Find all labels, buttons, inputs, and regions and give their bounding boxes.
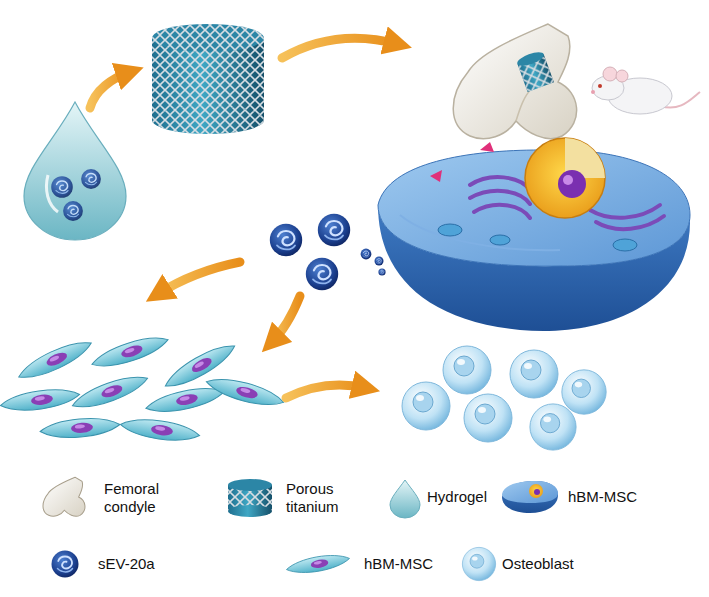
porous-titanium-part [152, 24, 264, 52]
porous-titanium-part [152, 24, 264, 52]
mouse-part [603, 67, 617, 81]
process-arrow-part [90, 72, 130, 108]
sev-cluster-part [318, 214, 350, 246]
hydrogel-drop-part [63, 201, 83, 221]
legend-entry: Osteoblast [502, 555, 574, 573]
legend-icon-part-part [534, 489, 540, 495]
sev-cluster-part [375, 257, 384, 266]
legend-icon-part [390, 480, 420, 518]
legend-icon-part [285, 551, 351, 576]
donor-cell-part [470, 177, 530, 218]
process-arrow-part [282, 38, 398, 58]
donor-cell-part [613, 239, 637, 251]
osteoblast-group-part [443, 346, 491, 394]
sev-cluster-part [270, 224, 302, 256]
legend-icon-part-part [529, 484, 543, 498]
hydrogel-drop-part [24, 102, 126, 240]
msc-group-part-part [89, 331, 171, 373]
donor-cell-part [430, 170, 442, 182]
msc-group-part [39, 416, 120, 441]
legend-entry: sEV-20a [98, 555, 155, 573]
donor-cell-part [480, 142, 494, 152]
legend-icon-part-part [502, 481, 558, 503]
osteoblast-group-part [464, 394, 512, 442]
osteoblast-group-part [530, 404, 576, 450]
donor-cell-part [563, 175, 573, 185]
femoral-condyle-part [516, 49, 554, 91]
msc-group-part-part [39, 416, 120, 441]
legend-icon-part [52, 551, 79, 578]
hydrogel-drop-part [81, 169, 101, 189]
msc-group-part-part [69, 370, 150, 414]
femoral-condyle-part [453, 24, 576, 139]
legend-icon-part [462, 547, 495, 580]
legend-label: Femoral condyle [104, 480, 176, 516]
legend-entry: hBM-MSC [568, 488, 637, 506]
sev-cluster-part [361, 249, 372, 260]
donor-cell-part [438, 224, 462, 236]
legend-label: Porous titanium [286, 480, 362, 516]
legend-label: hBM-MSC [364, 555, 433, 573]
porous-titanium-part [152, 106, 264, 134]
donor-cell [378, 138, 690, 331]
donor-cell-part [490, 235, 510, 245]
msc-group-part [119, 416, 201, 445]
legend-entry: Femoral condyle [104, 480, 176, 516]
legend-icon-part-part [228, 505, 272, 517]
legend-label: hBM-MSC [568, 488, 637, 506]
mouse [591, 67, 700, 114]
sev-cluster [270, 214, 395, 290]
legend-entry: hBM-MSC [364, 555, 433, 573]
legend-icon-part [43, 477, 85, 516]
hydrogel-drop-part [51, 176, 73, 198]
donor-cell-part [525, 138, 605, 218]
legend-entry: Hydrogel [427, 488, 487, 506]
donor-cell-part [558, 170, 586, 198]
sev-cluster-part [306, 258, 338, 290]
osteoblast-group-part [402, 382, 450, 430]
legend-label: sEV-20a [98, 555, 155, 573]
msc-group-part [0, 386, 81, 415]
donor-cell-part [590, 205, 664, 229]
msc-group-part-part [15, 335, 95, 385]
legend-icon-part-part [228, 479, 272, 491]
msc-group-part-part [119, 416, 201, 445]
msc-group-part [204, 373, 286, 411]
femoral-condyle-part [516, 88, 532, 121]
femoral-condyle [453, 24, 576, 139]
porous-titanium [152, 24, 264, 134]
legend-label: Hydrogel [427, 488, 487, 506]
porous-titanium-part [152, 106, 264, 134]
process-arrow-part [158, 262, 240, 294]
legend-icon-part-part [285, 551, 351, 576]
hydrogel-drop [24, 102, 126, 240]
femoral-condyle-part-part [516, 49, 546, 68]
osteoblast-group-part [562, 370, 606, 414]
legend-icon [43, 477, 558, 580]
donor-cell-part [400, 215, 560, 250]
osteoblast-group [402, 346, 606, 450]
msc-group-part-part [0, 386, 81, 415]
legend-icon-part-part [43, 477, 85, 516]
mouse-part [616, 70, 628, 82]
msc-group-part [69, 370, 150, 414]
osteoblast-group-part [510, 350, 558, 398]
msc-group-part-part [204, 373, 286, 411]
legend-entry: Porous titanium [286, 480, 362, 516]
mouse-part [598, 84, 602, 88]
process-arrow-part [272, 296, 300, 342]
process-arrow-part [286, 385, 366, 398]
legend-icon-part-part [502, 481, 558, 513]
msc-group-part [89, 331, 171, 373]
process-arrow [90, 38, 398, 398]
msc-group [0, 331, 286, 444]
legend-icon-part [228, 479, 272, 517]
legend-label: Osteoblast [502, 555, 574, 573]
mouse-part [591, 90, 595, 94]
legend-icon-part [502, 481, 558, 513]
msc-group-part [15, 335, 95, 385]
sev-cluster-part [378, 268, 385, 275]
